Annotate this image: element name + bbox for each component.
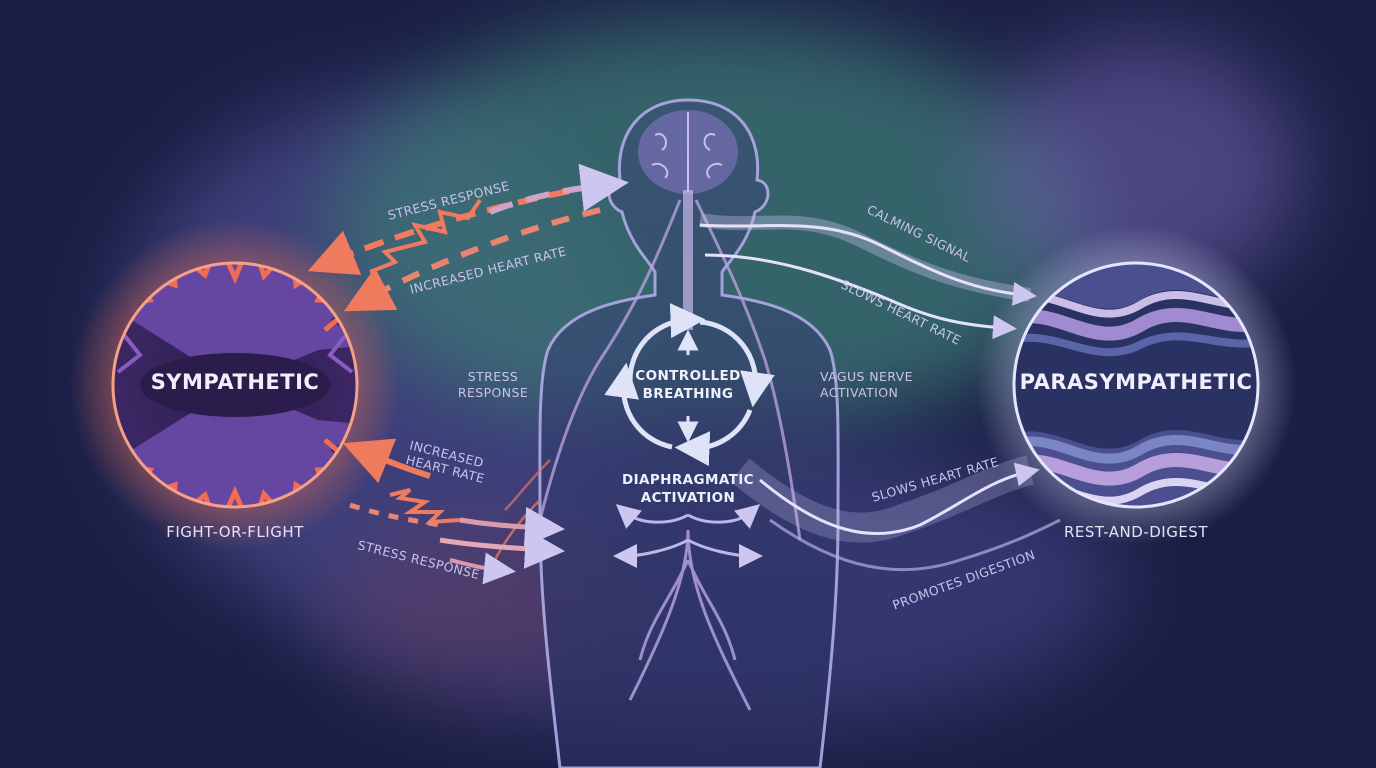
parasympathetic-title: PARASYMPATHETIC [1019, 370, 1253, 394]
edges-top-left [307, 163, 629, 312]
sympathetic-subtitle: FIGHT-OR-FLIGHT [166, 523, 304, 541]
edges-bottom-left [342, 438, 565, 585]
stress-response-side-label: STRESS RESPONSE [448, 369, 538, 401]
controlled-breathing-label: CONTROLLED BREATHING [618, 367, 758, 403]
controlled-breathing-line1: CONTROLLED [635, 368, 741, 384]
side-right-line2: ACTIVATION [820, 385, 899, 400]
human-body-brain-icon [493, 98, 840, 768]
circular-arrows-icon [604, 303, 775, 467]
diaphragm-arrows-icon [613, 504, 763, 568]
diaphragmatic-line2: ACTIVATION [640, 490, 736, 506]
parasympathetic-node [976, 225, 1296, 545]
sympathetic-title: SYMPATHETIC [150, 370, 320, 394]
controlled-breathing-line2: BREATHING [642, 386, 734, 402]
side-right-line1: VAGUS NERVE [820, 369, 913, 384]
diaphragmatic-activation-label: DIAPHRAGMATIC ACTIVATION [613, 471, 763, 507]
diaphragmatic-line1: DIAPHRAGMATIC [622, 472, 754, 488]
edges-bottom-right [730, 455, 1061, 572]
side-left-line1: STRESS [467, 369, 519, 384]
side-left-line2: RESPONSE [457, 385, 529, 400]
edges-top-right [698, 213, 1037, 340]
sympathetic-node [70, 220, 400, 550]
parasympathetic-subtitle: REST-AND-DIGEST [1064, 523, 1208, 541]
vagus-nerve-side-label: VAGUS NERVE ACTIVATION [820, 369, 913, 401]
